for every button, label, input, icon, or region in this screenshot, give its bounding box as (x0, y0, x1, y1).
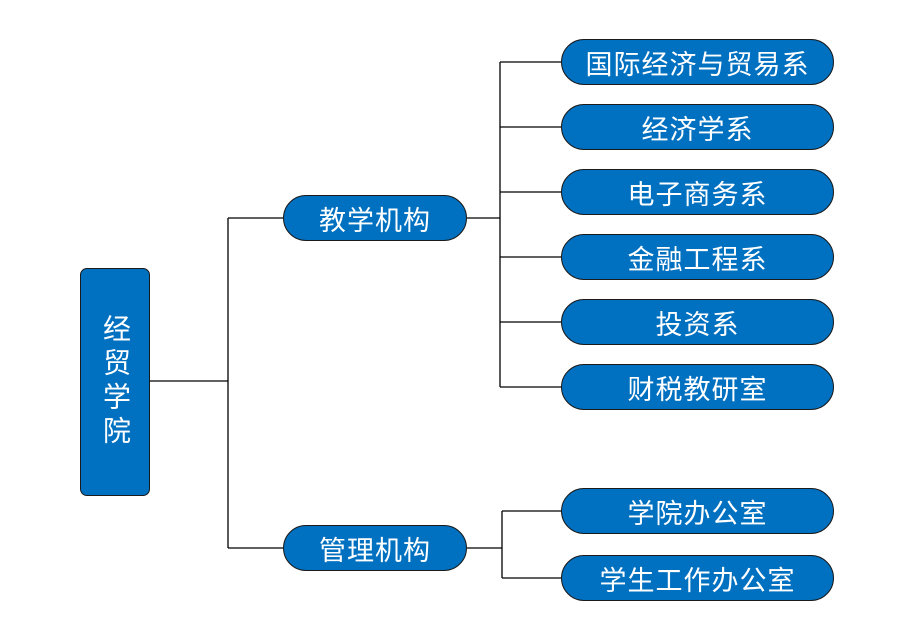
node-college-office: 学院办公室 (561, 488, 834, 534)
node-economics: 经济学系 (561, 104, 834, 150)
node-financial-engineering: 金融工程系 (561, 234, 834, 280)
node-intl-econ-trade: 国际经济与贸易系 (561, 39, 834, 85)
node-finance-tax-office: 财税教研室 (561, 364, 834, 410)
root-node: 经贸学院 (80, 268, 150, 496)
node-teaching-units: 教学机构 (283, 195, 467, 241)
node-investment: 投资系 (561, 299, 834, 345)
node-management-units: 管理机构 (283, 525, 467, 571)
node-student-affairs-office: 学生工作办公室 (561, 555, 834, 601)
node-e-commerce: 电子商务系 (561, 169, 834, 215)
